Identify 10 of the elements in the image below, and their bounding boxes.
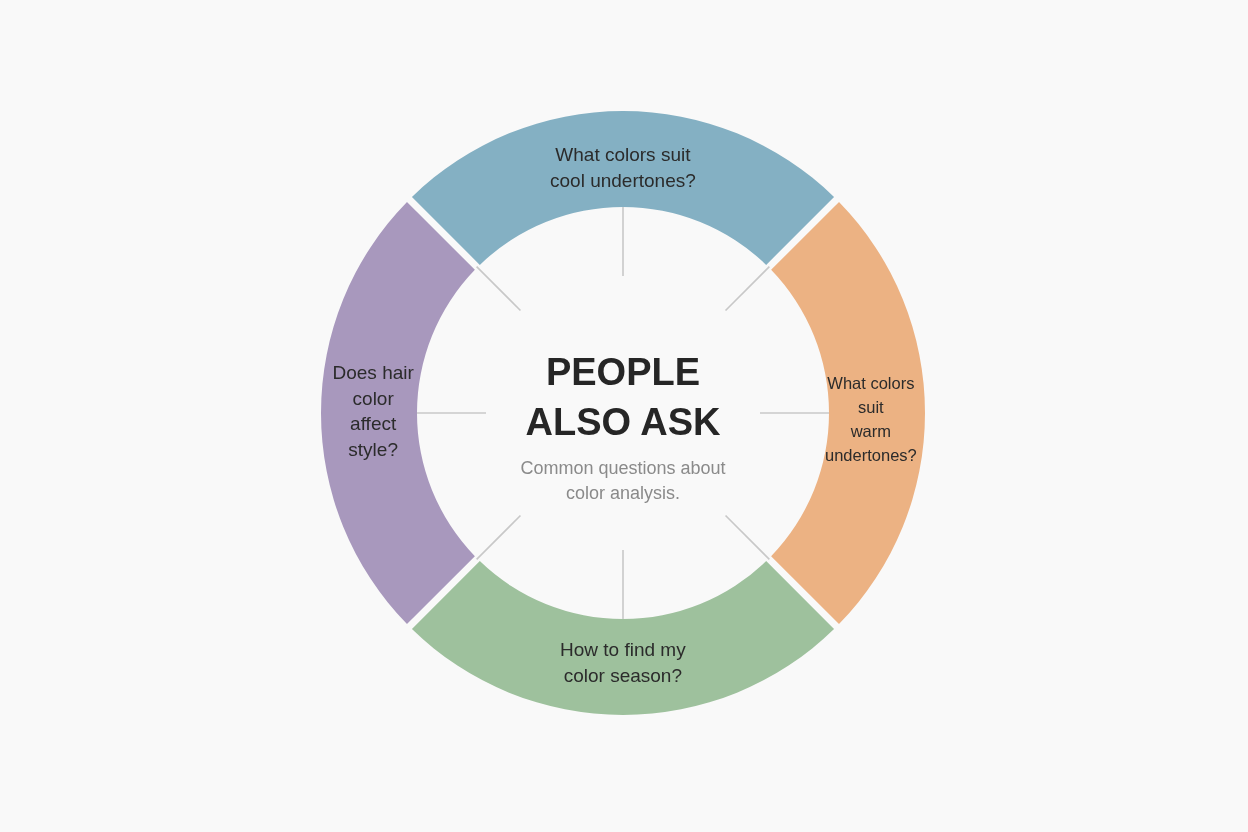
- question-text: Does hair color affect style?: [332, 361, 414, 462]
- question-text: How to find my color season?: [560, 638, 686, 688]
- connector-line: [416, 412, 487, 414]
- question-text: What colors suit cool undertones?: [550, 143, 696, 193]
- question-text: What colors suit warm undertones?: [825, 373, 917, 466]
- center-subtitle: Common questions about color analysis.: [520, 457, 726, 505]
- connector-line: [622, 549, 624, 620]
- center-title: PEOPLE ALSO ASK: [525, 350, 721, 445]
- connector-line: [759, 412, 830, 414]
- connector-line: [622, 206, 624, 277]
